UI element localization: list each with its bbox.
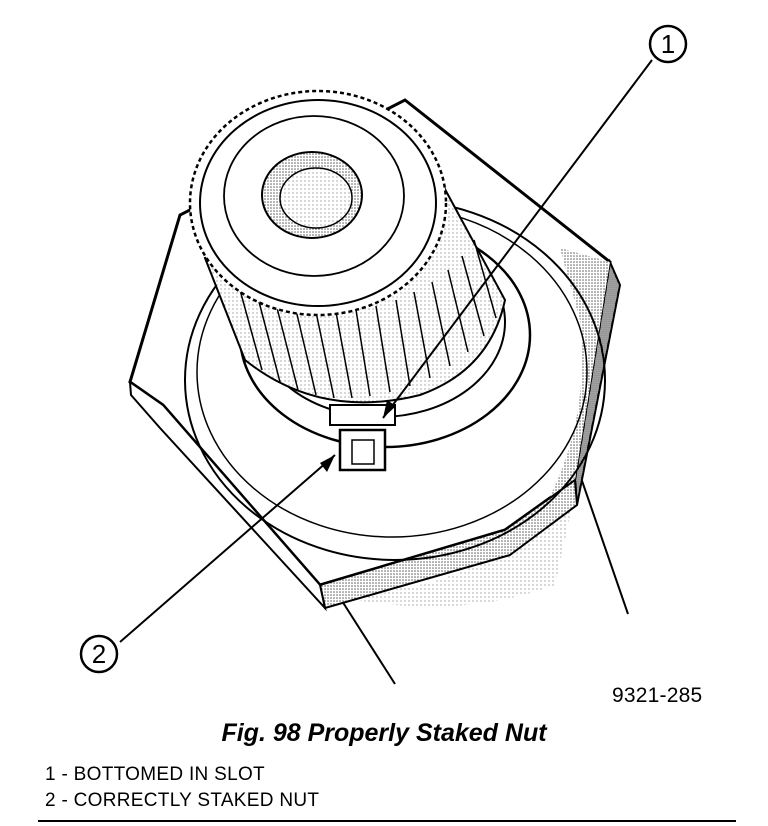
knurled-shaft-top xyxy=(188,89,448,317)
shaft xyxy=(334,470,629,685)
figure-caption: Fig. 98 Properly Staked Nut xyxy=(221,719,547,747)
callout-1: 1 xyxy=(648,24,688,64)
leader-arrow-1 xyxy=(383,400,396,418)
leader-line-2 xyxy=(119,454,336,643)
leader-arrow-2 xyxy=(320,455,335,472)
callout-2: 2 xyxy=(79,634,119,674)
callout-1-number: 1 xyxy=(661,29,675,59)
leader-lines xyxy=(119,59,653,643)
figure-id-label: 9321-285 xyxy=(612,684,703,707)
callout-2-number: 2 xyxy=(92,639,106,669)
stake-slot xyxy=(329,404,396,472)
bottom-rule xyxy=(38,820,736,822)
leader-line-1 xyxy=(382,59,653,419)
staked-nut-illustration: 1 2 xyxy=(79,24,688,685)
legend-item-2: 2 - CORRECTLY STAKED NUT xyxy=(45,790,320,811)
legend-item-1: 1 - BOTTOMED IN SLOT xyxy=(45,764,265,785)
